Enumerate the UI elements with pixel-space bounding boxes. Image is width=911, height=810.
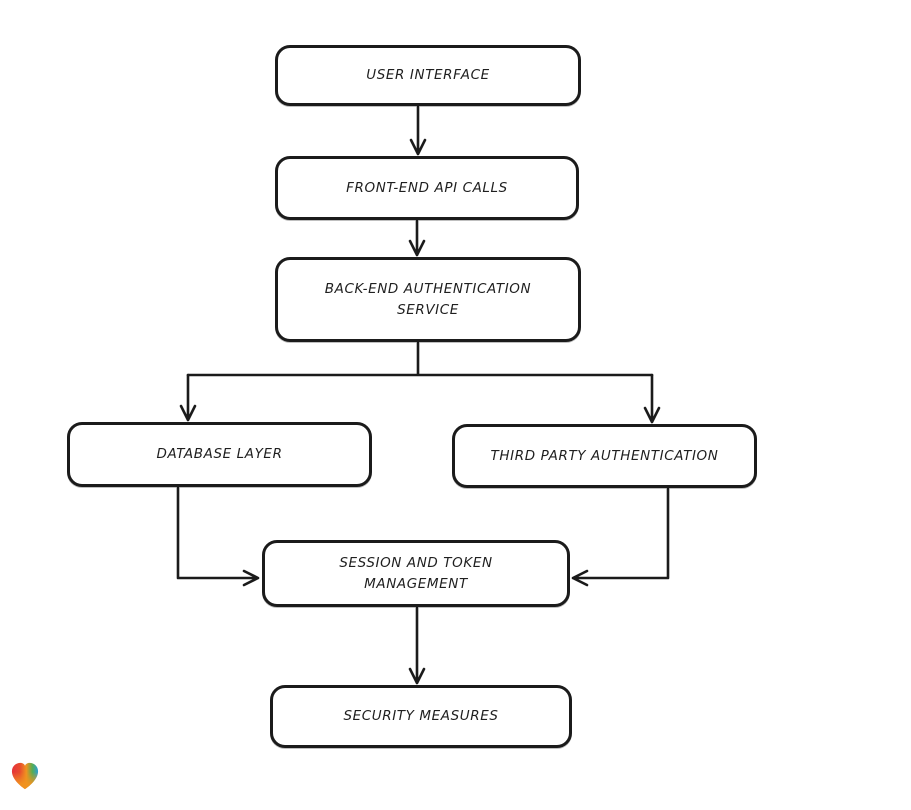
node-front-end-api-calls-label: FRONT-END API CALLS: [346, 179, 508, 196]
node-security-measures[interactable]: SECURITY MEASURES: [270, 685, 572, 748]
node-user-interface-label: USER INTERFACE: [366, 67, 490, 84]
node-front-end-api-calls[interactable]: FRONT-END API CALLS: [275, 156, 579, 220]
edge-back-end-to-third-party: [643, 373, 661, 424]
heart-gradient-icon: [11, 762, 39, 790]
node-database-layer-label: DATABASE LAYER: [156, 446, 283, 463]
edge-back-end-to-database-layer: [179, 373, 197, 422]
edge-front-end-to-back-end: [408, 219, 426, 257]
node-security-measures-label: SECURITY MEASURES: [343, 708, 499, 725]
node-back-end-authentication-service-label: BACK-END AUTHENTICATION SERVICE: [324, 280, 532, 318]
edge-branch-trunk: [186, 341, 654, 377]
node-third-party-authentication[interactable]: THIRD PARTY AUTHENTICATION: [452, 424, 757, 488]
node-session-and-token-management[interactable]: SESSION AND TOKEN MANAGEMENT: [262, 540, 570, 607]
node-back-end-authentication-service[interactable]: BACK-END AUTHENTICATION SERVICE: [275, 257, 581, 342]
node-third-party-authentication-label: THIRD PARTY AUTHENTICATION: [490, 447, 719, 464]
edge-third-party-to-session: [571, 487, 670, 587]
edge-database-to-session: [176, 486, 260, 587]
node-user-interface[interactable]: USER INTERFACE: [275, 45, 581, 106]
node-database-layer[interactable]: DATABASE LAYER: [67, 422, 372, 487]
node-session-and-token-management-label: SESSION AND TOKEN MANAGEMENT: [339, 554, 493, 592]
heart-shade: [11, 762, 39, 790]
edge-session-to-security: [408, 606, 426, 685]
edge-user-interface-to-front-end: [409, 105, 427, 156]
